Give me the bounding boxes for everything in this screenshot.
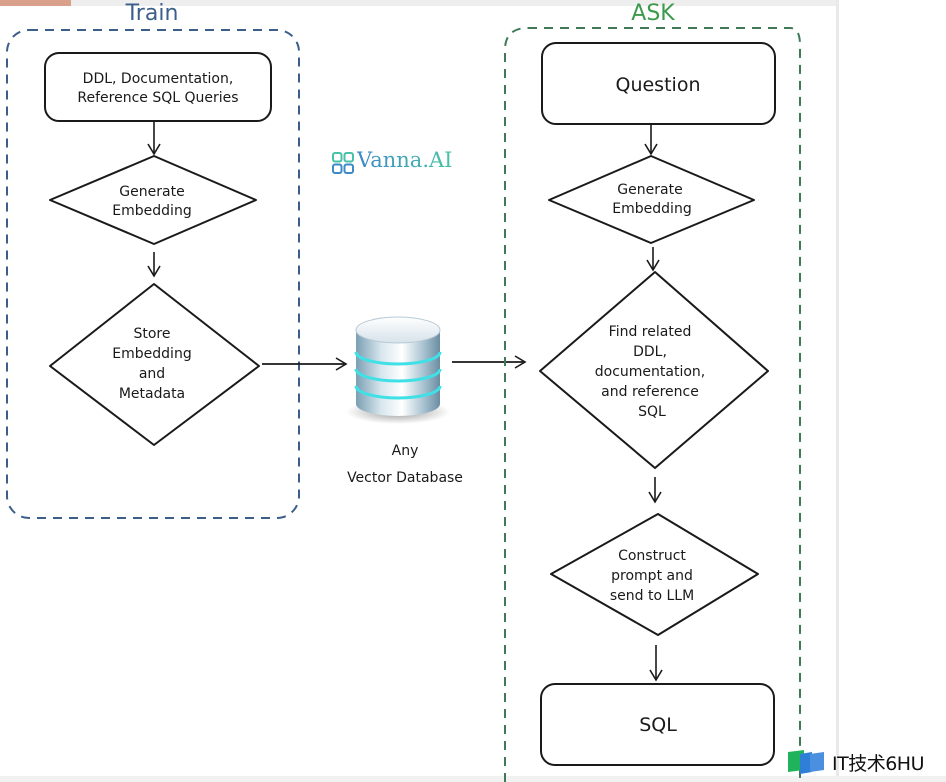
- train-input-line-1: DDL, Documentation,: [83, 71, 234, 87]
- bottom-strip: [0, 776, 946, 782]
- ask-find-line-2: DDL,: [633, 344, 667, 360]
- book-logo-icon: [788, 750, 824, 774]
- ask-generate-line-1: Generate: [617, 182, 682, 198]
- ask-question-label: Question: [616, 74, 701, 96]
- ask-construct-line-2: prompt and: [611, 568, 693, 584]
- ask-title: ASK: [631, 1, 675, 26]
- ask-construct-line-1: Construct: [618, 548, 686, 564]
- ask-find-line-5: SQL: [638, 404, 666, 420]
- top-progress-track: [0, 0, 838, 6]
- vector-database: Any Vector Database: [346, 316, 463, 486]
- ask-group-border: [504, 27, 801, 782]
- top-progress-fill: [0, 0, 72, 6]
- watermark: IT技术6HU: [786, 747, 925, 777]
- train-store-line-4: Metadata: [119, 386, 185, 402]
- ask-construct-diamond: [550, 513, 759, 636]
- ask-question-box: [541, 42, 776, 125]
- train-generate-line-1: Generate: [119, 184, 184, 200]
- watermark-text: IT技术6HU: [832, 752, 925, 775]
- ask-generate-line-2: Embedding: [612, 201, 691, 217]
- train-input-box: [44, 52, 272, 122]
- ask-find-line-3: documentation,: [595, 364, 705, 380]
- train-store-diamond: [49, 283, 260, 446]
- database-label-line-2: Vector Database: [347, 470, 463, 486]
- train-generate-line-2: Embedding: [112, 203, 191, 219]
- train-store-line-2: Embedding: [112, 346, 191, 362]
- ask-construct-line-3: send to LLM: [610, 588, 694, 604]
- ask-find-line-1: Find related: [609, 324, 692, 340]
- database-cylinder-icon: [354, 316, 442, 416]
- vanna-grid-logo-icon: [332, 152, 354, 174]
- train-store-line-3: and: [139, 366, 165, 382]
- train-store-line-1: Store: [133, 326, 170, 342]
- ask-find-diamond: [539, 271, 769, 469]
- ask-find-line-4: and reference: [601, 384, 699, 400]
- train-section: Train DDL, Documentation, Reference SQL …: [6, 1, 300, 519]
- panel-divider: [836, 0, 839, 782]
- ask-sql-output-box: [540, 683, 775, 766]
- ask-sql-output-label: SQL: [639, 714, 677, 736]
- train-title: Train: [125, 1, 179, 26]
- database-label-line-1: Any: [392, 443, 419, 459]
- train-input-line-2: Reference SQL Queries: [77, 90, 238, 106]
- train-generate-diamond: [49, 155, 257, 245]
- train-group-border: [6, 29, 300, 519]
- ask-section: ASK Question Generate Embedding Find rel…: [504, 1, 801, 782]
- brand-name: Vanna.AI: [357, 148, 453, 172]
- ask-generate-diamond: [548, 155, 755, 244]
